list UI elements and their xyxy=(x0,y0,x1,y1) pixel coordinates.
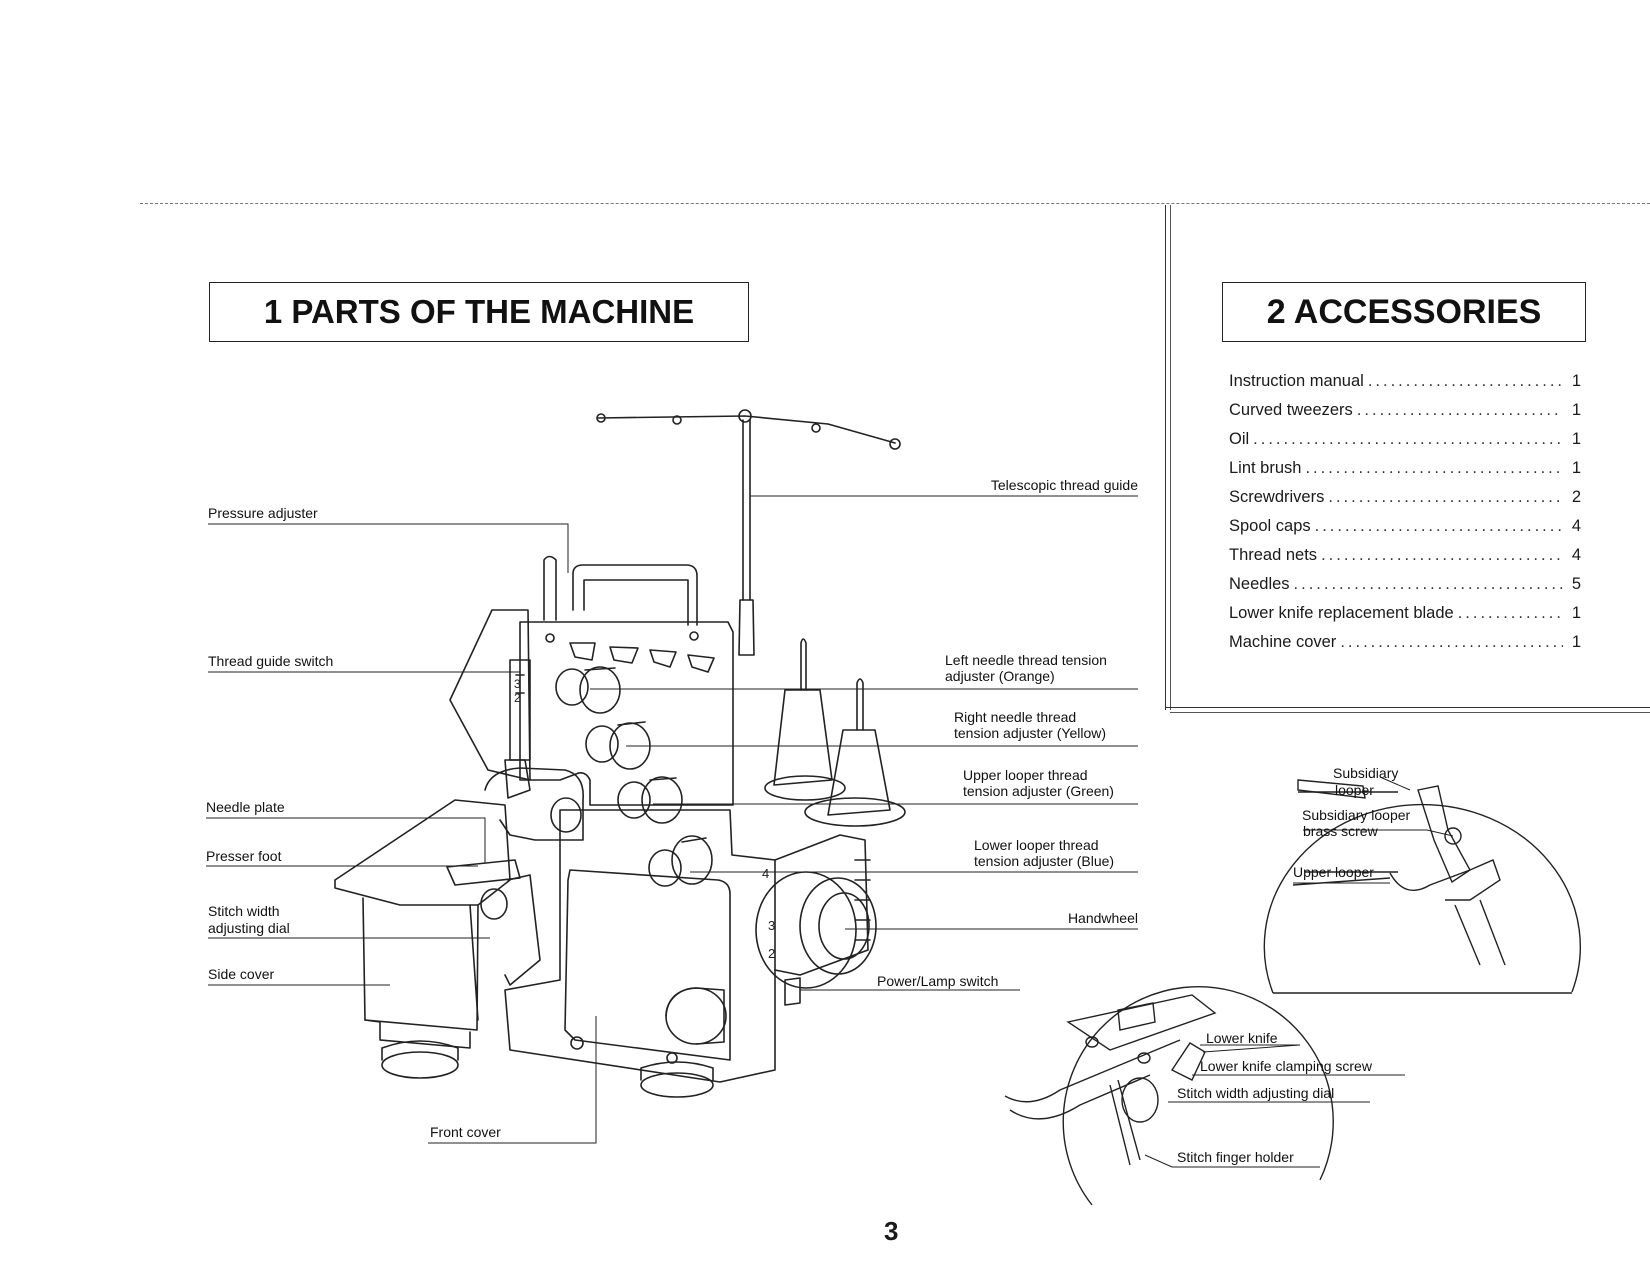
label-side-cover: Side cover xyxy=(208,966,275,982)
label-needle-plate: Needle plate xyxy=(206,799,285,815)
label-subsidiary-looper-line2: looper xyxy=(1335,782,1374,798)
label-subsidiary-screw-line2: brass screw xyxy=(1303,823,1378,839)
label-front-cover: Front cover xyxy=(430,1124,501,1140)
accessory-item: Lint brush 1 xyxy=(1229,459,1581,488)
accessory-item: Thread nets 4 xyxy=(1229,546,1581,575)
label-lower-knife: Lower knife xyxy=(1206,1030,1278,1046)
telescopic-thread-guide xyxy=(596,409,901,656)
accessories-frame-left-inner xyxy=(1170,205,1171,710)
accessories-frame-left xyxy=(1165,205,1166,710)
label-power-lamp-switch: Power/Lamp switch xyxy=(877,973,999,989)
label-right-needle-line1: Right needle thread xyxy=(954,709,1077,725)
label-upper-looper-tension-line1: Upper looper thread xyxy=(963,767,1088,783)
section-title-parts: 1 PARTS OF THE MACHINE xyxy=(209,282,749,342)
accessory-name: Lower knife replacement blade xyxy=(1229,604,1454,622)
looper-detail xyxy=(1263,779,1582,994)
accessories-list: Instruction manual 1 Curved tweezers 1 Oil… xyxy=(1229,372,1581,662)
upper-body xyxy=(519,621,734,806)
accessory-qty: 4 xyxy=(1571,546,1581,564)
tension-knobs xyxy=(555,666,713,887)
accessory-qty: 1 xyxy=(1571,604,1581,622)
label-presser-foot: Presser foot xyxy=(206,848,282,864)
accessory-qty: 4 xyxy=(1571,517,1581,535)
machine-feet xyxy=(381,1040,714,1098)
label-stitch-width-detail: Stitch width adjusting dial xyxy=(1177,1085,1335,1101)
top-rule xyxy=(140,203,1650,204)
label-lower-knife-clamping-screw: Lower knife clamping screw xyxy=(1200,1058,1372,1074)
accessory-qty: 5 xyxy=(1571,575,1581,593)
dial-number: 4 xyxy=(762,866,769,881)
accessory-name: Needles xyxy=(1229,575,1290,593)
label-upper-looper: Upper looper xyxy=(1293,864,1374,880)
label-subsidiary-screw-line1: Subsidiary looper xyxy=(1302,807,1411,823)
accessories-frame-bottom-inner xyxy=(1170,712,1650,713)
accessory-item: Lower knife replacement blade 1 xyxy=(1229,604,1581,633)
accessory-name: Instruction manual xyxy=(1229,372,1364,390)
accessory-item: Machine cover 1 xyxy=(1229,633,1581,662)
label-telescopic-thread-guide: Telescopic thread guide xyxy=(990,477,1138,493)
accessory-qty: 1 xyxy=(1571,430,1581,448)
accessory-name: Thread nets xyxy=(1229,546,1318,564)
label-lower-looper-tension-line1: Lower looper thread xyxy=(974,837,1099,853)
section-title-accessories: 2 ACCESSORIES xyxy=(1222,282,1586,342)
label-upper-looper-tension-line2: tension adjuster (Green) xyxy=(963,783,1114,799)
accessory-item: Needles 5 xyxy=(1229,575,1581,604)
label-stitch-finger-holder: Stitch finger holder xyxy=(1177,1149,1294,1165)
accessory-name: Lint brush xyxy=(1229,459,1302,477)
front-cover xyxy=(504,809,776,1083)
accessory-name: Screwdrivers xyxy=(1229,488,1325,506)
detail-leader-lines xyxy=(1144,776,1454,1168)
accessory-qty: 1 xyxy=(1571,401,1581,419)
dial-number: 3 xyxy=(768,918,775,933)
accessory-item: Instruction manual 1 xyxy=(1229,372,1581,401)
accessory-qty: 1 xyxy=(1571,633,1581,651)
accessory-qty: 1 xyxy=(1571,372,1581,390)
accessories-frame-bottom xyxy=(1165,707,1650,708)
label-pressure-adjuster: Pressure adjuster xyxy=(208,505,318,521)
accessory-item: Oil 1 xyxy=(1229,430,1581,459)
switch-number: 3 xyxy=(514,677,521,691)
label-stitch-width-line1: Stitch width xyxy=(208,903,280,919)
label-subsidiary-looper-line1: Subsidiary xyxy=(1333,765,1399,781)
label-left-needle-line1: Left needle thread tension xyxy=(945,652,1107,668)
label-left-needle-line2: adjuster (Orange) xyxy=(945,668,1055,684)
lower-knife-detail xyxy=(1004,986,1334,1206)
dial-number: 2 xyxy=(768,946,775,961)
accessory-item: Spool caps 4 xyxy=(1229,517,1581,546)
label-handwheel: Handwheel xyxy=(1067,910,1138,926)
label-thread-guide-switch: Thread guide switch xyxy=(208,653,334,669)
switch-number: 2 xyxy=(514,691,521,705)
leader-lines xyxy=(206,495,1138,1144)
label-right-needle-line2: tension adjuster (Yellow) xyxy=(954,725,1107,741)
label-lower-looper-tension-line2: tension adjuster (Blue) xyxy=(974,853,1115,869)
label-stitch-width-line2: adjusting dial xyxy=(208,920,290,936)
page-number: 3 xyxy=(884,1216,899,1246)
spool-holders xyxy=(764,638,906,827)
accessory-item: Curved tweezers 1 xyxy=(1229,401,1581,430)
accessory-qty: 2 xyxy=(1571,488,1581,506)
accessory-item: Screwdrivers 2 xyxy=(1229,488,1581,517)
accessory-name: Oil xyxy=(1229,430,1250,448)
side-table xyxy=(334,799,511,906)
accessory-qty: 1 xyxy=(1571,459,1581,477)
carry-handle xyxy=(572,564,698,626)
accessory-name: Curved tweezers xyxy=(1229,401,1353,419)
accessory-name: Machine cover xyxy=(1229,633,1337,651)
accessory-name: Spool caps xyxy=(1229,517,1311,535)
